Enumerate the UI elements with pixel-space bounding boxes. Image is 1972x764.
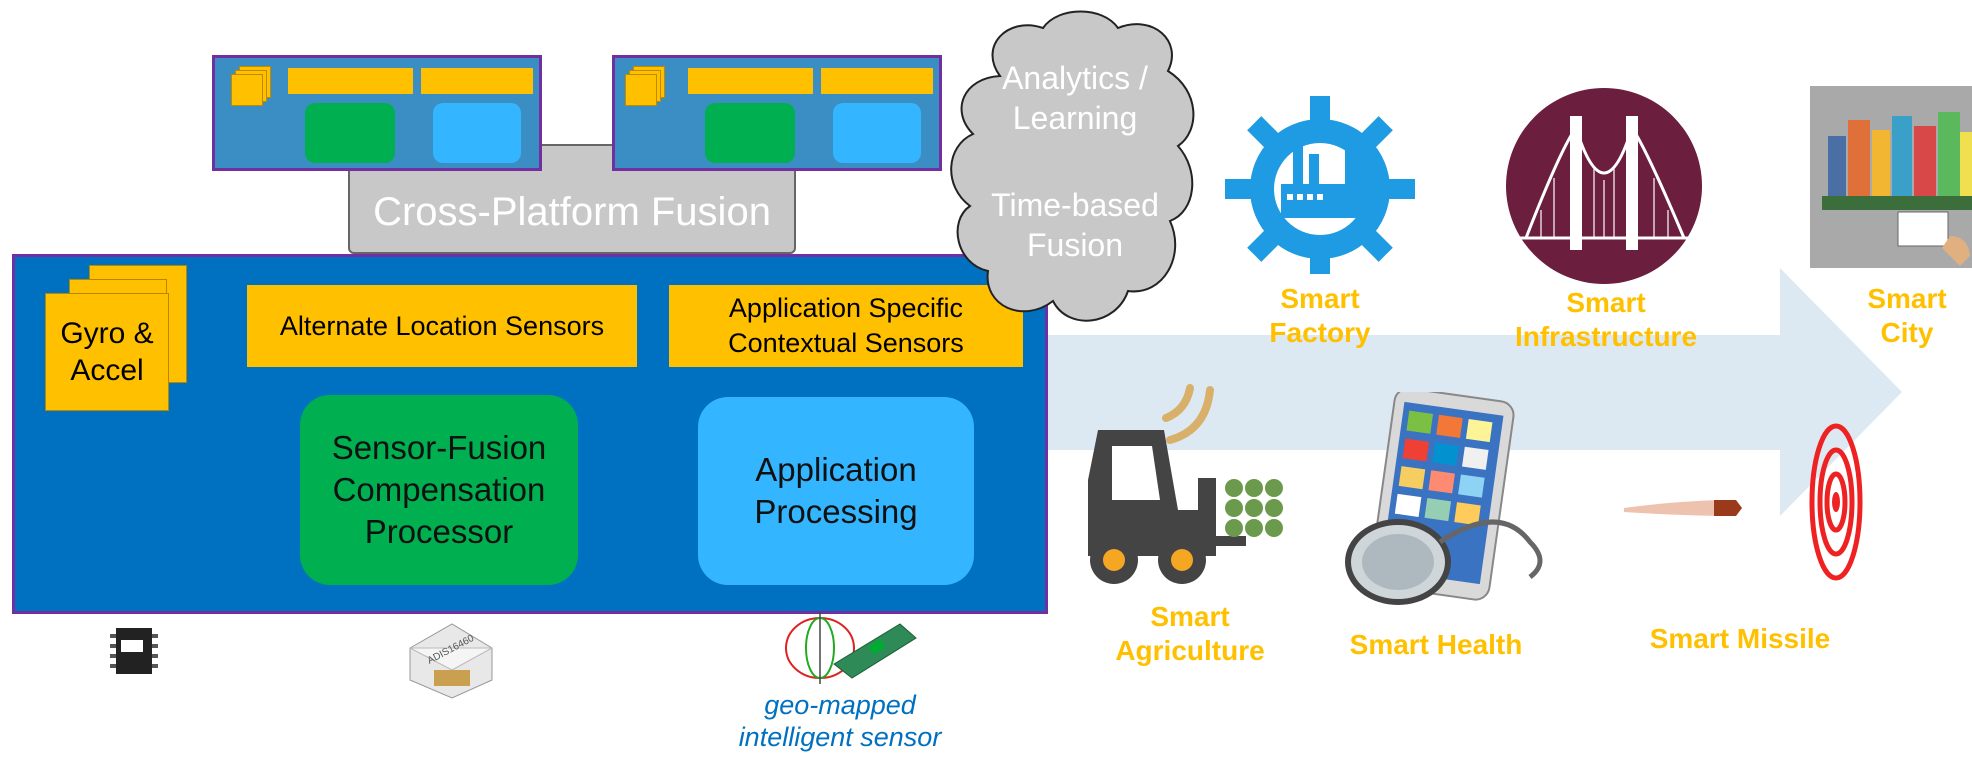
health-phone-icon <box>1345 392 1543 605</box>
smart-missile-label: Smart Missile <box>1649 623 1831 654</box>
mini-gyro-stack <box>625 66 665 106</box>
mini-fusion-processor <box>705 103 795 163</box>
mini-gyro-stack <box>231 66 271 106</box>
factory-gear-icon <box>1225 96 1415 274</box>
application-specific-sensors: Application Specific Contextual Sensors <box>669 285 1023 367</box>
mini-sensor-bar <box>821 68 933 94</box>
analytics-cloud <box>950 10 1195 322</box>
mini-sensor-bar <box>688 68 813 94</box>
smart-city-label: Smart City <box>1867 283 1947 349</box>
tractor-icon <box>1088 384 1283 584</box>
geo-sensor-icon <box>785 612 917 684</box>
smart-agriculture-label: Smart Agriculture <box>1115 601 1265 667</box>
mini-app-processor <box>833 103 921 163</box>
main-sensor-board: Gyro & Accel Alternate Location Sensors … <box>12 254 1048 614</box>
gyro-accel-label: Gyro & Accel <box>45 293 169 411</box>
mini-fusion-processor <box>305 103 395 163</box>
missile-target-icon <box>1624 423 1863 581</box>
mini-board-right <box>612 55 942 171</box>
gyro-accel-stack: Gyro & Accel <box>45 265 187 415</box>
smart-infrastructure-label: Smart Infrastructure <box>1514 287 1698 353</box>
mini-sensor-bar <box>421 68 533 94</box>
application-processing: Application Processing <box>698 397 974 585</box>
cloud-bottom-label: Time-based Fusion <box>991 187 1159 263</box>
smart-health-label: Smart Health <box>1349 629 1523 660</box>
chip-package-icon <box>110 628 158 674</box>
alternate-location-sensors: Alternate Location Sensors <box>247 285 637 367</box>
mini-board-left <box>212 55 542 171</box>
geo-caption: geo-mapped intelligent sensor <box>738 690 942 752</box>
mini-app-processor <box>433 103 521 163</box>
bridge-icon <box>1506 88 1702 284</box>
sensor-fusion-processor: Sensor-Fusion Compensation Processor <box>300 395 578 585</box>
city-icon <box>1810 86 1972 268</box>
mini-sensor-bar <box>288 68 413 94</box>
smart-factory-label: Smart Factory <box>1269 283 1371 349</box>
cloud-top-label: Analytics / Learning <box>1002 60 1148 136</box>
adis-module-icon: ADIS16460 <box>409 623 493 699</box>
cross-platform-fusion-label: Cross-Platform Fusion <box>373 190 771 234</box>
